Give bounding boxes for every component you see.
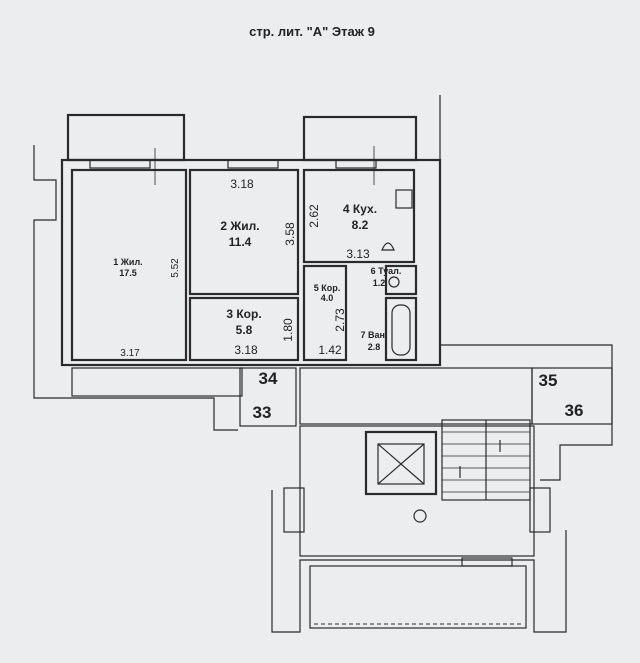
room-3: [188, 296, 300, 362]
sink-icon: [381, 242, 395, 251]
window-room4: [335, 159, 377, 169]
room-2-area: 11.4: [229, 235, 252, 249]
dim-r3-bottom: 3.18: [234, 343, 258, 357]
dim-r1-side: 5.52: [170, 258, 181, 278]
stairs: [441, 419, 531, 501]
room-4: [302, 168, 416, 264]
plan-title: стр. лит. "А" Этаж 9: [249, 24, 375, 39]
apartment-35-36-area: [531, 367, 613, 425]
room-1-name: 1 Жил.: [113, 257, 142, 267]
dim-r5-side: 2.73: [333, 308, 347, 332]
dim-r2-side: 3.58: [283, 222, 297, 246]
room-3-name: 3 Кор.: [226, 307, 261, 321]
room-6-name: 6 Туал.: [371, 266, 402, 276]
dim-r3-side: 1.80: [281, 318, 295, 342]
dim-r4-side: 2.62: [307, 204, 321, 228]
corridor-left: [71, 367, 243, 397]
room-1-area: 17.5: [119, 268, 137, 278]
room-7-area: 2.8: [368, 342, 381, 352]
room-3-area: 5.8: [236, 323, 253, 337]
balcony-right: [302, 115, 418, 162]
room-5: [302, 264, 348, 362]
bathtub-icon: [391, 304, 411, 356]
room-7: [384, 296, 418, 362]
apartment-33: 33: [253, 403, 272, 422]
room-5-area: 4.0: [321, 293, 334, 303]
room-6-area: 1.2: [373, 278, 386, 288]
balcony-left: [66, 113, 186, 162]
window-loggia: [461, 557, 513, 567]
elevator-shaft: [364, 430, 438, 496]
toilet-icon: [388, 276, 400, 288]
window-room2: [227, 159, 279, 169]
stove-icon: [395, 189, 413, 209]
room-6: [384, 264, 418, 296]
window-room1: [89, 159, 151, 169]
room-4-area: 8.2: [352, 218, 369, 232]
outer-edge-right: [439, 95, 613, 481]
pipe-icon: [413, 509, 427, 523]
room-7-name: 7 Ван.: [361, 330, 388, 340]
room-2-name: 2 Жил.: [220, 219, 259, 233]
stair-block: [299, 425, 535, 557]
bottom-edge: [271, 490, 567, 633]
loggia: [309, 565, 527, 629]
common-corridor: [299, 367, 533, 425]
room-4-name: 4 Кух.: [343, 202, 377, 216]
room-5-name: 5 Кор.: [314, 283, 341, 293]
apartment-34: 34: [259, 369, 278, 388]
dim-r4-bottom: 3.13: [346, 247, 370, 261]
dim-r5-bottom: 1.42: [318, 343, 342, 357]
dim-r1-bottom: 3.17: [120, 348, 140, 359]
room-1: [70, 168, 188, 362]
apartment-36: 36: [565, 401, 584, 420]
apartment-33-34-area: [239, 367, 297, 427]
outer-edge-left: [33, 145, 238, 431]
apartment-35: 35: [539, 371, 558, 390]
dim-r2-top: 3.18: [230, 177, 254, 191]
